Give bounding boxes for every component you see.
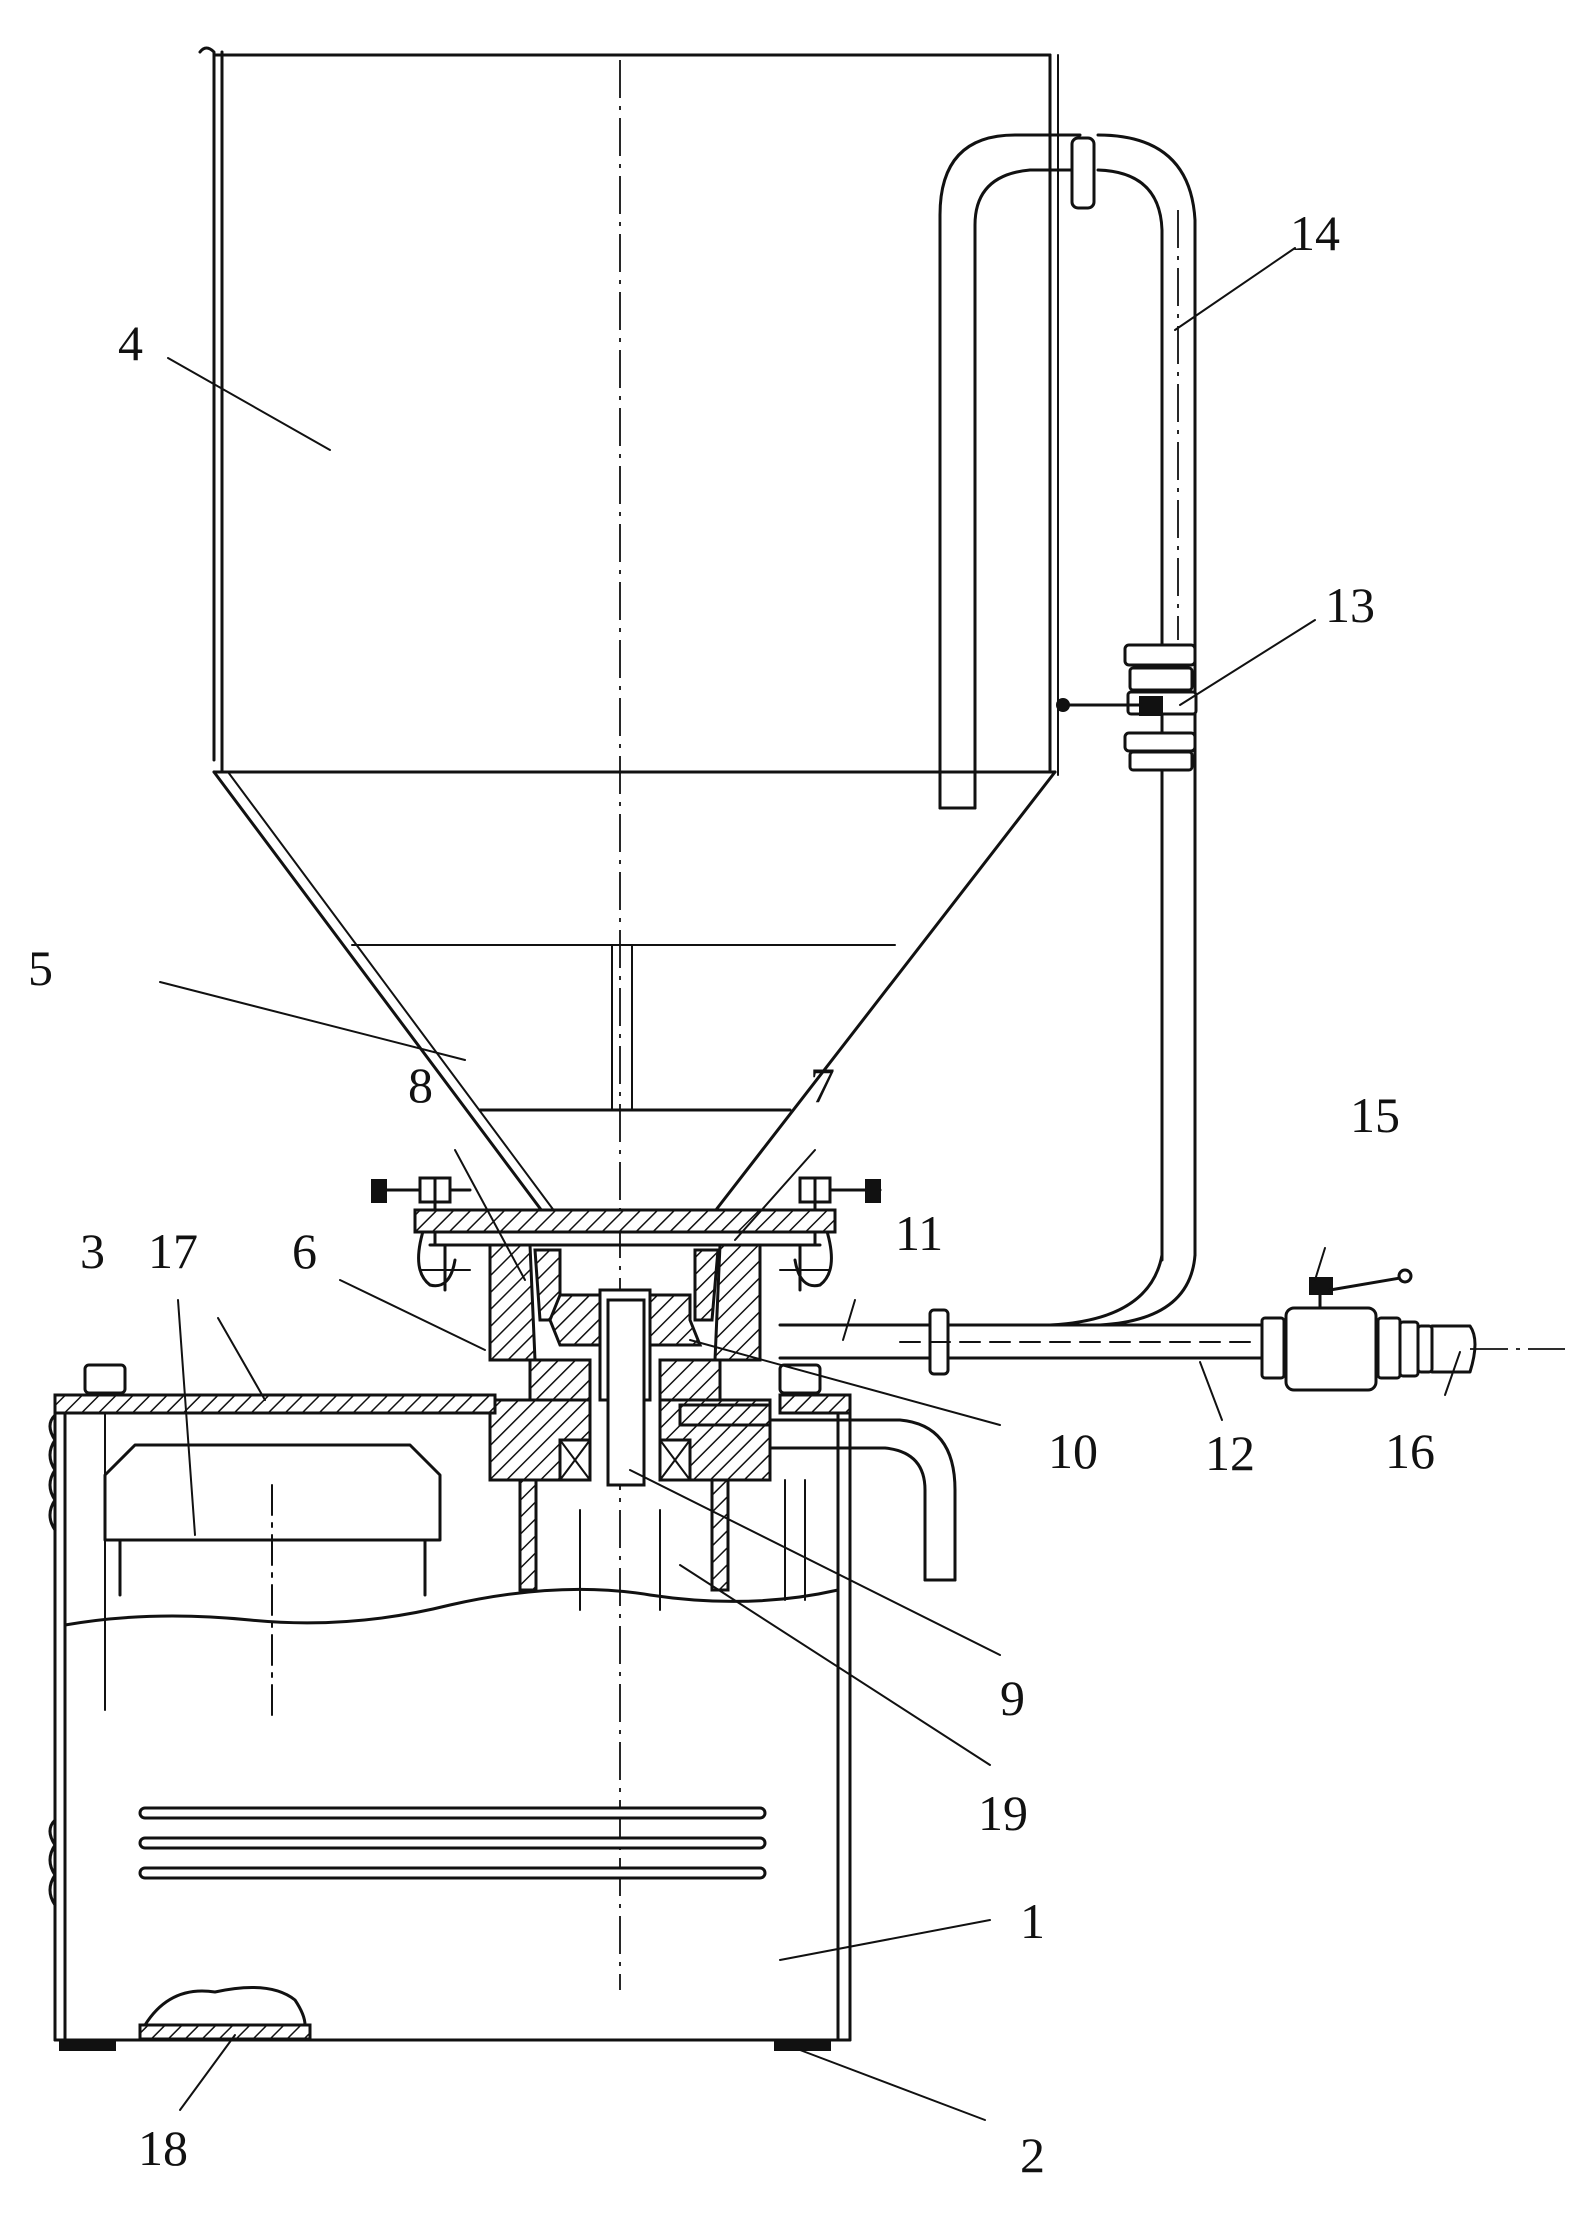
- outlet-pipe: [780, 1255, 1265, 1374]
- callout-16: 16: [1385, 1423, 1435, 1479]
- callout-5: 5: [28, 940, 53, 996]
- callout-3: 3: [80, 1223, 105, 1279]
- callout-12: 12: [1205, 1425, 1255, 1481]
- callout-13: 13: [1325, 577, 1375, 633]
- hopper: [200, 48, 1058, 1215]
- callout-4: 4: [118, 315, 143, 371]
- callout-10: 10: [1048, 1423, 1098, 1479]
- callout-11: 11: [895, 1205, 943, 1261]
- callout-8: 8: [408, 1057, 433, 1113]
- callout-1: 1: [1020, 1893, 1045, 1949]
- outlet-valve: [1262, 1270, 1411, 1390]
- hose: [1400, 1322, 1565, 1376]
- callout-labels: 4 14 13 5 8 7 15 11 3 17 6 10 12 16 9 19…: [28, 205, 1435, 2183]
- return-valve: [1057, 645, 1196, 770]
- callout-19: 19: [978, 1785, 1028, 1841]
- callout-7: 7: [810, 1057, 835, 1113]
- callout-6: 6: [292, 1223, 317, 1279]
- callout-17: 17: [148, 1223, 198, 1279]
- callout-14: 14: [1290, 205, 1340, 261]
- pump-head: [372, 1178, 955, 1590]
- callout-18: 18: [138, 2120, 188, 2176]
- callout-15: 15: [1350, 1087, 1400, 1143]
- callout-9: 9: [1000, 1670, 1025, 1726]
- callout-2: 2: [1020, 2127, 1045, 2183]
